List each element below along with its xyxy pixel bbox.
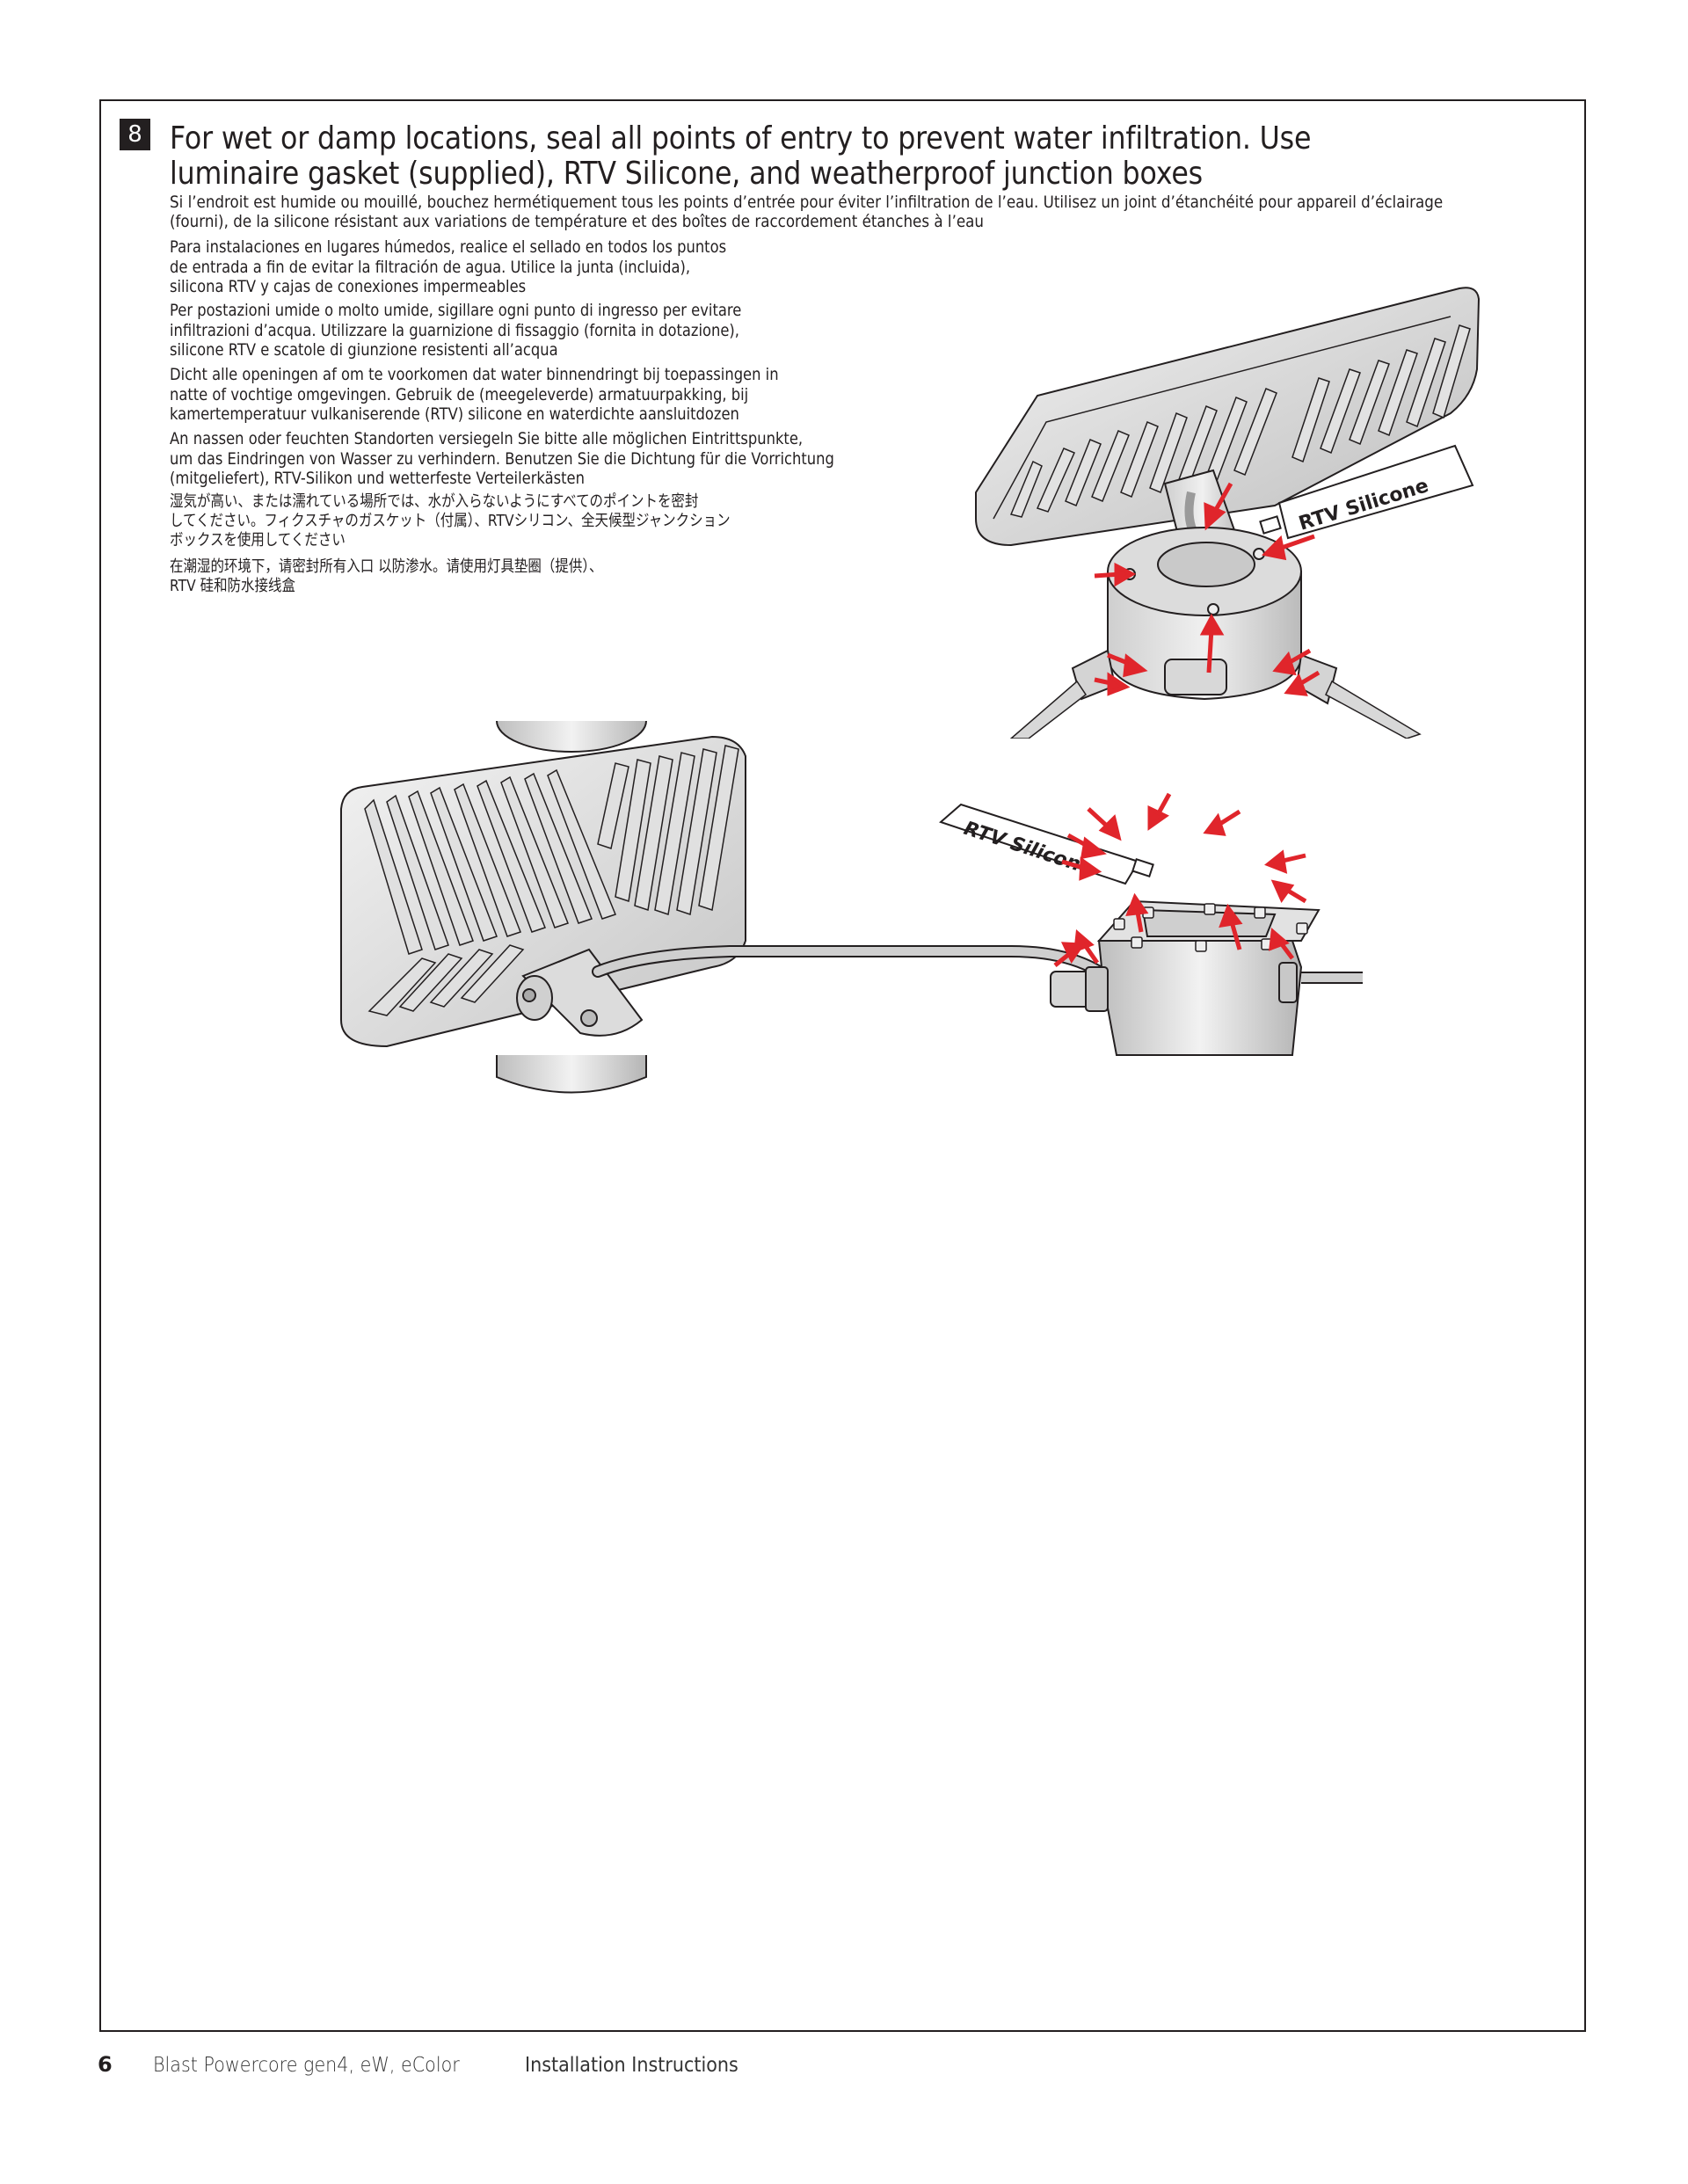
translation-it-line: silicone RTV e scatole di giunzione resi… [170, 340, 558, 360]
translation-de-line: An nassen oder feuchten Standorten versi… [170, 429, 804, 448]
floodlight-cable-junction-box-illustration: RTV Silicone [340, 721, 1363, 1094]
translation-ja-line: ボックスを使用してください [170, 531, 346, 550]
translation-ja-line: してください。フィクスチャのガスケット（付属）、RTVシリコン、全天候型ジャンク… [170, 512, 731, 530]
rectangular-junction-box [1050, 899, 1321, 1056]
translation-it: Per postazioni umide o molto umide, sigi… [170, 301, 926, 360]
translation-zh-line: 在潮湿的环境下，请密封所有入口 以防渗水。请使用灯具垫圈（提供）、 [170, 557, 603, 576]
translation-es-line: de entrada a fin de evitar la filtración… [170, 257, 691, 277]
sealing-arrows [1094, 482, 1321, 696]
translation-zh: 在潮湿的环境下，请密封所有入口 以防渗水。请使用灯具垫圈（提供）、 RTV 硅和… [170, 557, 926, 596]
translation-de-line: um das Eindringen von Wasser zu verhinde… [170, 448, 834, 469]
translation-ja: 湿気が高い、または濡れている場所では、水が入らないようにすべてのポイントを密封 … [170, 492, 926, 550]
page-number: 6 [98, 2052, 113, 2077]
footer-product-name: Blast Powercore gen4, eW, eColor [153, 2054, 460, 2077]
sealing-arrows [1053, 792, 1307, 967]
cable-glands [1071, 649, 1338, 705]
luminaire-body [975, 287, 1481, 547]
translation-nl-line: Dicht alle openingen af om te voorkomen … [170, 365, 779, 384]
footer-document-type: Installation Instructions [525, 2054, 738, 2077]
translation-es-line: silicona RTV y cajas de conexiones imper… [170, 277, 527, 296]
rtv-silicone-tube-bottom: RTV Silicone [939, 803, 1154, 885]
mounting-yoke-and-base [496, 721, 647, 1094]
translation-ja-line: 湿気が高い、または濡れている場所では、水が入らないようにすべてのポイントを密封 [170, 492, 699, 511]
heatsink-fins [364, 745, 739, 1016]
round-junction-box [1107, 527, 1302, 701]
translation-nl-line: kamertemperatuur vulkaniserende (RTV) si… [170, 404, 739, 424]
translation-de: An nassen oder feuchten Standorten versi… [170, 429, 926, 489]
heatsink-fins [1009, 324, 1471, 518]
translation-it-line: infiltrazioni d’acqua. Utilizzare la gua… [170, 320, 740, 340]
translation-it-line: Per postazioni umide o molto umide, sigi… [170, 301, 742, 320]
translation-es: Para instalaciones en lugares húmedos, r… [170, 237, 926, 297]
translation-nl-line: natte of vochtige omgevingen. Gebruik de… [170, 384, 749, 404]
translation-zh-line: RTV 硅和防水接线盒 [170, 577, 295, 595]
translation-fr-line: (fourni), de la silicone résistant aux v… [170, 212, 985, 231]
step-number-badge: 8 [120, 119, 150, 150]
translation-de-line: (mitgeliefert), RTV-Silikon und wetterfe… [170, 469, 585, 488]
translation-nl: Dicht alle openingen af om te voorkomen … [170, 365, 926, 425]
translation-fr: Si l’endroit est humide ou mouillé, bouc… [170, 193, 1485, 231]
step-frame [99, 99, 1586, 2032]
cables [1009, 680, 1422, 739]
floodlight-junction-box-illustration: RTV Silicone [975, 287, 1481, 739]
translation-fr-line: Si l’endroit est humide ou mouillé, bouc… [170, 193, 1444, 212]
translation-es-line: Para instalaciones en lugares húmedos, r… [170, 237, 727, 257]
step-headline: For wet or damp locations, seal all poin… [170, 120, 1312, 192]
